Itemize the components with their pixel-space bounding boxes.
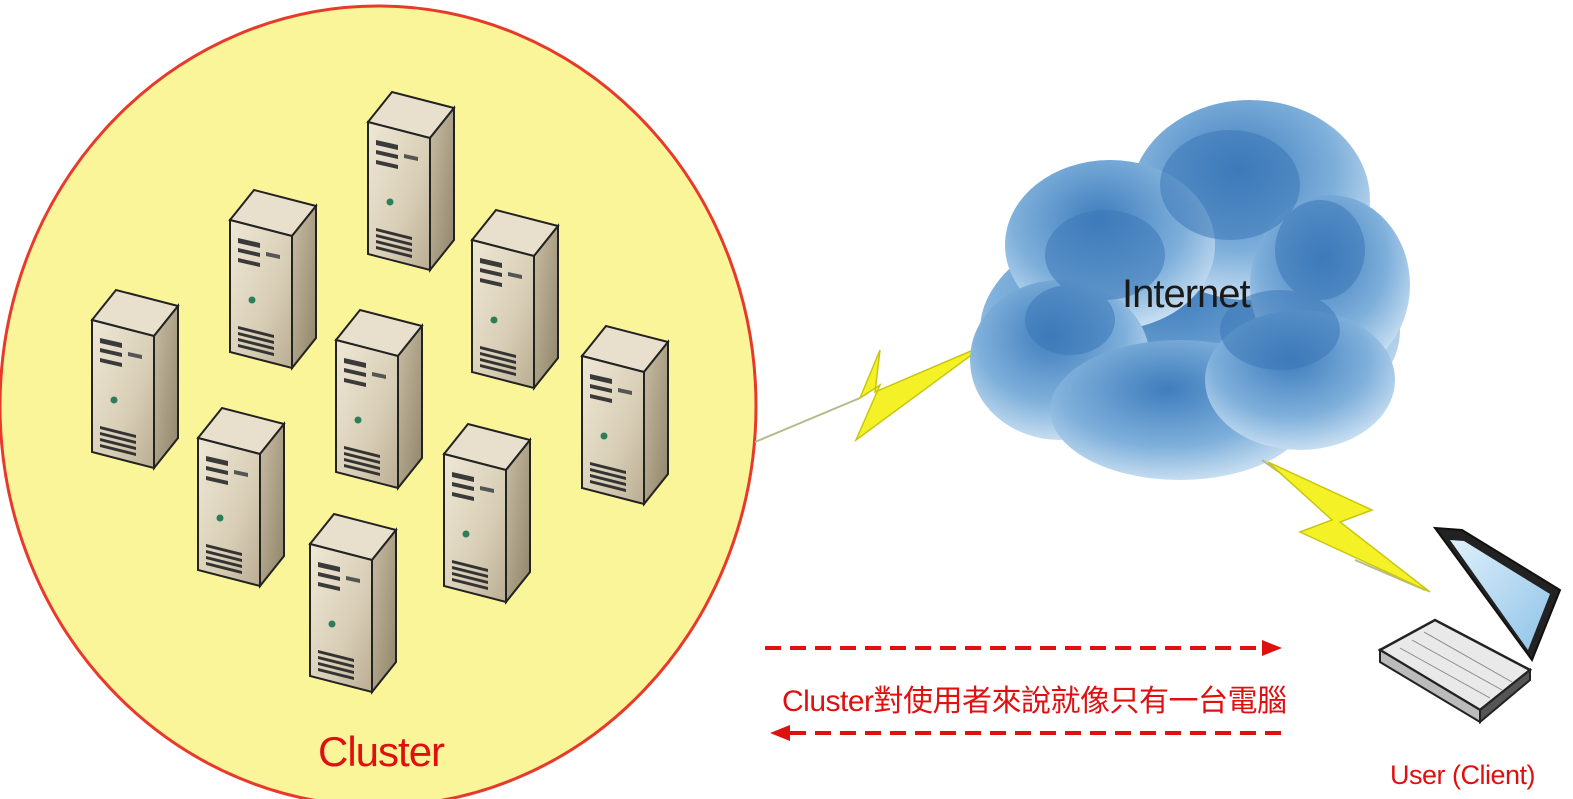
server-icon bbox=[367, 91, 455, 271]
server-icon bbox=[91, 289, 179, 469]
dashed-arrow-to-client bbox=[765, 640, 1282, 656]
server-icon bbox=[335, 309, 423, 489]
lightning-link-internet-client bbox=[1261, 459, 1431, 593]
single-computer-note: Cluster對使用者來說就像只有一台電腦 bbox=[782, 685, 1287, 718]
internet-label: Internet bbox=[1122, 272, 1251, 316]
server-icon bbox=[309, 513, 397, 693]
laptop-icon bbox=[1377, 526, 1562, 725]
server-icon bbox=[229, 189, 317, 369]
cluster-label: Cluster bbox=[318, 728, 445, 775]
cloud-icon bbox=[970, 100, 1410, 480]
server-icon bbox=[581, 325, 669, 505]
dashed-arrow-to-cluster bbox=[770, 725, 1285, 741]
server-icon bbox=[443, 423, 531, 603]
client-label: User (Client) bbox=[1390, 760, 1536, 790]
server-icon bbox=[471, 209, 559, 389]
server-icon bbox=[197, 407, 285, 587]
lightning-link-cluster-internet bbox=[754, 344, 986, 443]
